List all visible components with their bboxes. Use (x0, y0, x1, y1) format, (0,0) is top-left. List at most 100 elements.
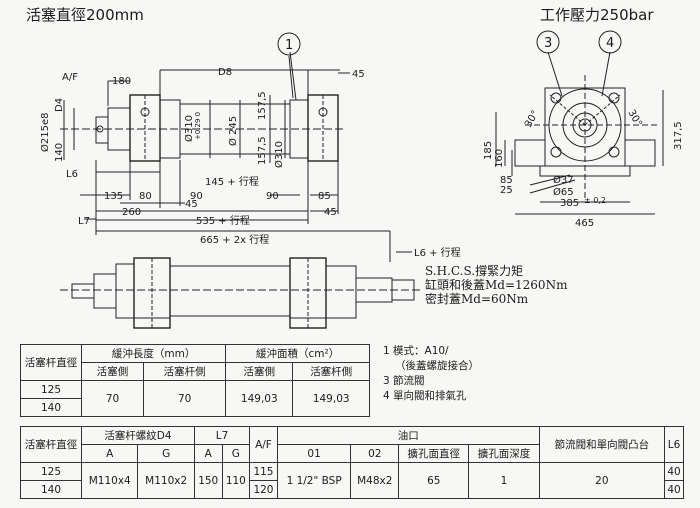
dim-h-l7: L7 (193, 426, 251, 445)
dim-phi37: Ø37 (553, 174, 574, 186)
cushion-area-piston: 149,03 (225, 380, 294, 417)
cylinder-bottom-view (60, 257, 420, 329)
dim-af-140: 120 (249, 480, 278, 499)
dim-d4: D4 (54, 98, 65, 112)
dim-1575a: 157,5 (257, 91, 268, 120)
dim-sub-dia: 擴孔面直徑 (398, 444, 470, 463)
dim-row-125: 125 (20, 462, 82, 481)
dim-phi310: Ø310 (183, 115, 195, 142)
cushion-row-125: 125 (20, 380, 82, 399)
dim-535: 535 + 行程 (196, 214, 250, 227)
dim-145: 145 + 行程 (205, 175, 259, 188)
cushion-table: 活塞杆直徑 緩沖長度（mm） 緩沖面積（cm²） 活塞側 活塞杆側 活塞側 活塞… (20, 344, 370, 417)
dim-80: 80 (139, 191, 152, 202)
dim-45b: 45 (185, 199, 198, 210)
dim-sub-02: 02 (350, 444, 400, 463)
dim-l6: L6 (66, 169, 78, 180)
dim-185: 185 (483, 141, 494, 160)
dim-160: 160 (494, 149, 505, 168)
dim-sub-g2: G (221, 444, 251, 463)
dim-angle-30a: 30° (523, 109, 541, 130)
dim-3175: 317,5 (673, 121, 684, 150)
callout-1: 1 (285, 38, 293, 53)
dim-465: 465 (575, 218, 594, 229)
cylinder-side-view (60, 94, 345, 162)
cylinder-end-view (514, 75, 660, 200)
dim-d8: D8 (218, 67, 232, 78)
cushion-area-rod: 149,03 (292, 380, 370, 417)
dim-l7-g: 110 (221, 462, 251, 499)
cushion-len-rod: 70 (143, 380, 227, 417)
dim-sub-g: G (137, 444, 195, 463)
cushion-h-length: 緩沖長度（mm） (80, 344, 227, 363)
cushion-sub-rod-area: 活塞杆側 (292, 362, 370, 381)
dim-135: 135 (104, 191, 123, 202)
dim-angle-30b: 30° (625, 108, 643, 129)
legend-item-1: 1 模式：A10/ (383, 345, 449, 357)
legend: 1 模式：A10/ （後蓋螺旋接合） 3 節流閥 4 單向閥和排氣孔 (383, 344, 479, 404)
cushion-h-rod: 活塞杆直徑 (20, 344, 82, 381)
dim-sf-dia: 65 (398, 462, 470, 499)
dim-sub-a2: A (193, 444, 223, 463)
dim-90b: 90 (266, 191, 279, 202)
torque-note-head: 缸頭和後蓋Md=1260Nm (425, 278, 568, 292)
dim-tol385: ± 0,2 (584, 196, 606, 205)
dim-l7: L7 (78, 216, 90, 227)
dim-row-140: 140 (20, 480, 82, 499)
dim-h-af: A/F (249, 426, 278, 463)
dim-phi245: Ø 245 (227, 116, 239, 146)
dim-phi215: Ø215e8 (39, 113, 51, 152)
dim-sub-depth: 擴孔面深度 (468, 444, 540, 463)
dim-1575b: 157,5 (257, 136, 268, 165)
legend-item-4: 4 單向閥和排氣孔 (383, 390, 467, 402)
dim-85b: 85 (500, 175, 513, 186)
page-title: 活塞直徑200mm (26, 6, 144, 24)
dim-port-02: M48x2 (350, 462, 400, 499)
dim-thread-a: M110x4 (80, 462, 139, 499)
dim-665: 665 + 2x 行程 (200, 233, 269, 246)
dim-sub-01: 01 (276, 444, 352, 463)
torque-note-seal: 密封蓋Md=60Nm (425, 292, 529, 306)
dim-180: 180 (112, 76, 131, 87)
dim-valve: 20 (538, 462, 666, 499)
pressure-title: 工作壓力250bar (540, 6, 654, 24)
dim-l7-a: 150 (193, 462, 223, 499)
cushion-sub-piston: 活塞側 (80, 362, 145, 381)
dim-140: 140 (54, 143, 65, 162)
dim-sf-depth: 1 (468, 462, 540, 499)
dim-h-l6: L6 (664, 426, 684, 463)
dim-25: 25 (500, 185, 513, 196)
dim-h-valve: 節流閥和單向閥凸台 (538, 426, 666, 463)
cushion-sub-piston-area: 活塞側 (225, 362, 294, 381)
dim-h-port: 油口 (276, 426, 540, 445)
cylinder-drawing: 1 3 4 A/F 180 D8 45 D4 Ø215e8 140 Ø310 +… (39, 30, 684, 329)
dim-tol310: +0.29 0 (194, 112, 202, 140)
dim-385: 385 (560, 198, 579, 209)
dim-45a: 45 (352, 69, 365, 80)
dim-h-rod: 活塞杆直徑 (20, 426, 82, 463)
dim-sub-a: A (80, 444, 139, 463)
torque-note-title: S.H.C.S.撐緊力矩 (425, 264, 524, 278)
callout-3: 3 (544, 36, 552, 51)
dim-90a: 90 (190, 191, 203, 202)
dim-thread-g: M110x2 (137, 462, 195, 499)
dimension-table: 活塞杆直徑 活塞杆螺紋D4 L7 A/F 油口 節流閥和單向閥凸台 L6 A G… (20, 426, 684, 499)
dim-260: 260 (122, 207, 141, 218)
legend-item-3: 3 節流閥 (383, 375, 425, 387)
dim-l6-stroke: L6 + 行程 (414, 246, 461, 259)
legend-item-1-note: （後蓋螺旋接合） (395, 360, 479, 372)
dim-phi310b: Ø310 (273, 141, 285, 168)
cushion-sub-rod: 活塞杆側 (143, 362, 227, 381)
dim-af: A/F (62, 72, 78, 83)
torque-notes: S.H.C.S.撐緊力矩 缸頭和後蓋Md=1260Nm 密封蓋Md=60Nm (425, 264, 567, 306)
callout-4: 4 (606, 36, 614, 51)
dim-l6-125: 40 (664, 462, 684, 481)
cushion-h-area: 緩沖面積（cm²） (225, 344, 370, 363)
dim-af-125: 115 (249, 462, 278, 481)
dim-port-01: 1 1/2" BSP (276, 462, 352, 499)
dim-45c: 45 (324, 207, 337, 218)
dim-85: 85 (318, 191, 331, 202)
dim-l6-140: 40 (664, 480, 684, 499)
dim-phi65: Ø65 (553, 186, 574, 198)
dim-h-thread: 活塞杆螺紋D4 (81, 426, 195, 445)
